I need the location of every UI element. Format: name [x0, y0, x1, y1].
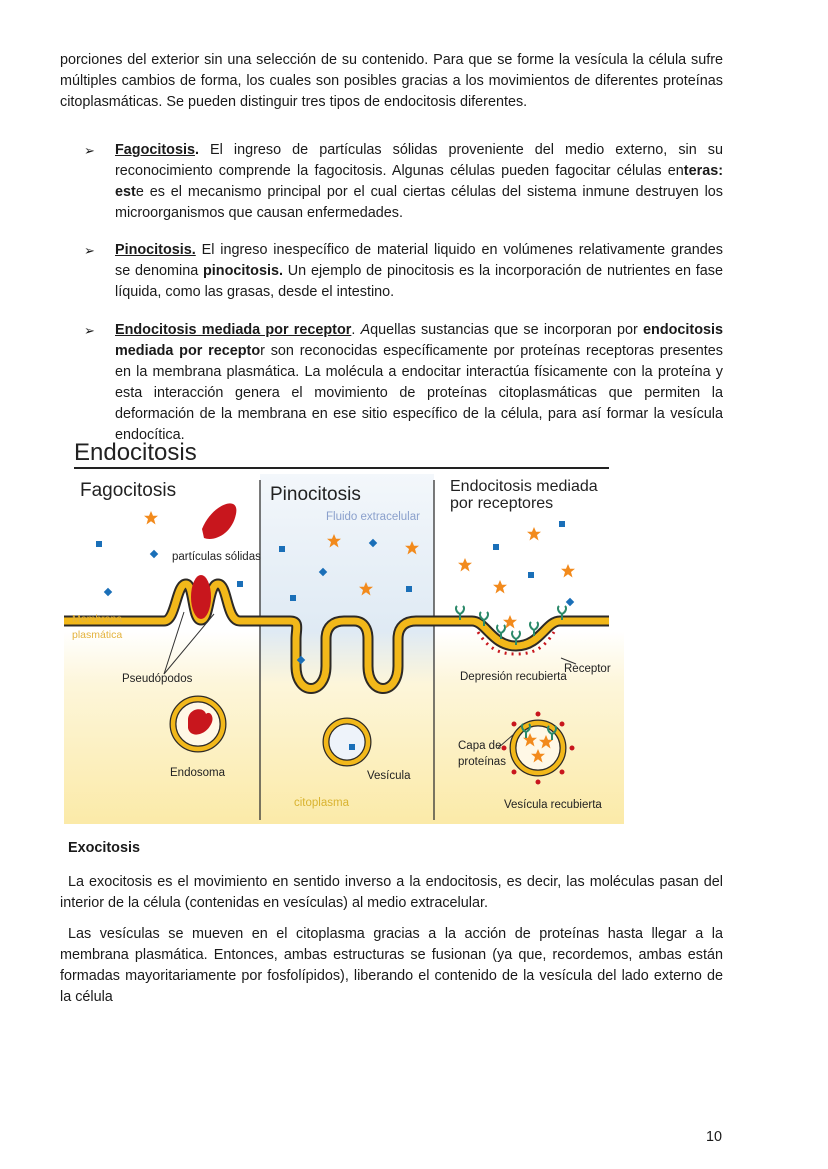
label-citoplasma: citoplasma — [294, 797, 350, 809]
item-bold-text: pinocitosis. — [203, 263, 283, 279]
item-text: r son reconocidas específicamente por pr… — [115, 343, 723, 443]
item-title-suffix: . — [194, 142, 199, 158]
square-particle — [528, 572, 534, 578]
bullet-marker: ➢ — [84, 323, 95, 338]
vesicle — [323, 718, 371, 766]
panel-title-receptor-2: por receptores — [450, 495, 553, 512]
exocitosis-paragraph-1: La exocitosis es el movimiento en sentid… — [60, 874, 723, 911]
list-item-pinocitosis: Pinocitosis. El ingreso inespecífico de … — [115, 240, 723, 303]
plasma-membrane — [434, 617, 609, 650]
phagocytosis-background — [64, 474, 260, 824]
item-text: e es el mecanismo principal por el cual … — [115, 184, 723, 221]
intro-paragraph: porciones del exterior sin una selección… — [60, 52, 723, 110]
label-particulas-solidas: partículas sólidas — [172, 551, 261, 563]
exocitosis-paragraph-2: Las vesículas se mueven en el citoplasma… — [60, 926, 723, 1005]
label-capa-1: Capa de — [458, 740, 501, 752]
item-italic-text: A — [360, 322, 371, 338]
square-particle — [279, 546, 285, 552]
panel-title-receptor-1: Endocitosis mediada — [450, 478, 598, 495]
label-receptor: Receptor — [564, 663, 611, 675]
square-particle — [237, 581, 243, 587]
endosome — [170, 696, 226, 752]
item-text: Un ejemplo de pinocitosis es la incorpor… — [115, 263, 724, 300]
square-particle — [96, 541, 102, 547]
item-text: quellas sustancias que se incorporan por — [370, 322, 644, 338]
pointer-line — [560, 657, 577, 665]
label-fluido-extracelular: Fluido extracelular — [326, 511, 420, 523]
square-particle — [559, 521, 565, 527]
plasma-membrane — [64, 580, 260, 625]
pointer-line — [163, 611, 185, 675]
item-text: El ingreso inespecífico de material liqu… — [115, 242, 723, 279]
label-endosoma: Endosoma — [170, 767, 226, 779]
pointer-line — [163, 613, 215, 675]
label-pseudopodos: Pseudópodos — [122, 673, 193, 685]
red-particle — [202, 503, 237, 539]
square-particle — [290, 595, 296, 601]
square-particle — [406, 586, 412, 592]
endocitosis-figure: Endocitosis Fagocitosis Pinocitosis Endo… — [64, 439, 624, 824]
square-particle — [349, 744, 355, 750]
panel-title-fagocitosis: Fagocitosis — [80, 480, 176, 501]
list-item-endocitosis-receptor: Endocitosis mediada por receptor. Aquell… — [115, 320, 723, 446]
label-membrana-2: plasmática — [72, 629, 122, 641]
item-text: El ingreso de partículas sólidas proveni… — [115, 142, 723, 179]
clathrin-coat — [476, 631, 556, 656]
pointer-line — [497, 733, 515, 749]
label-vesicula-recubierta: Vesícula recubierta — [504, 799, 602, 811]
page-number: 10 — [706, 1129, 723, 1145]
coated-vesicle — [501, 711, 575, 785]
bullet-marker: ➢ — [84, 143, 95, 158]
label-vesicula: Vesícula — [367, 770, 411, 782]
engulfed-particle — [191, 575, 211, 619]
item-title: Fagocitosis — [115, 142, 195, 158]
label-membrana-1: Membrana — [72, 613, 122, 625]
endosome-content — [188, 709, 213, 735]
item-title: Endocitosis mediada por receptor — [115, 322, 352, 338]
plasma-membrane — [260, 617, 434, 692]
panel-title-pinocitosis: Pinocitosis — [270, 484, 361, 505]
figure-title: Endocitosis — [74, 439, 197, 466]
label-depresion-recubierta: Depresión recubierta — [460, 671, 567, 683]
bullet-marker: ➢ — [84, 243, 95, 258]
section-heading-exocitosis: Exocitosis — [68, 840, 140, 856]
label-capa-2: proteínas — [458, 756, 506, 768]
item-title: Pinocitosis. — [115, 242, 196, 258]
list-item-fagocitosis: Fagocitosis. El ingreso de partículas só… — [115, 140, 723, 224]
square-particle — [493, 544, 499, 550]
item-bold-text: endocitosis mediada por recepto — [115, 322, 724, 359]
item-title-suffix: . — [351, 322, 361, 338]
item-bold-text: teras: est — [115, 163, 723, 200]
